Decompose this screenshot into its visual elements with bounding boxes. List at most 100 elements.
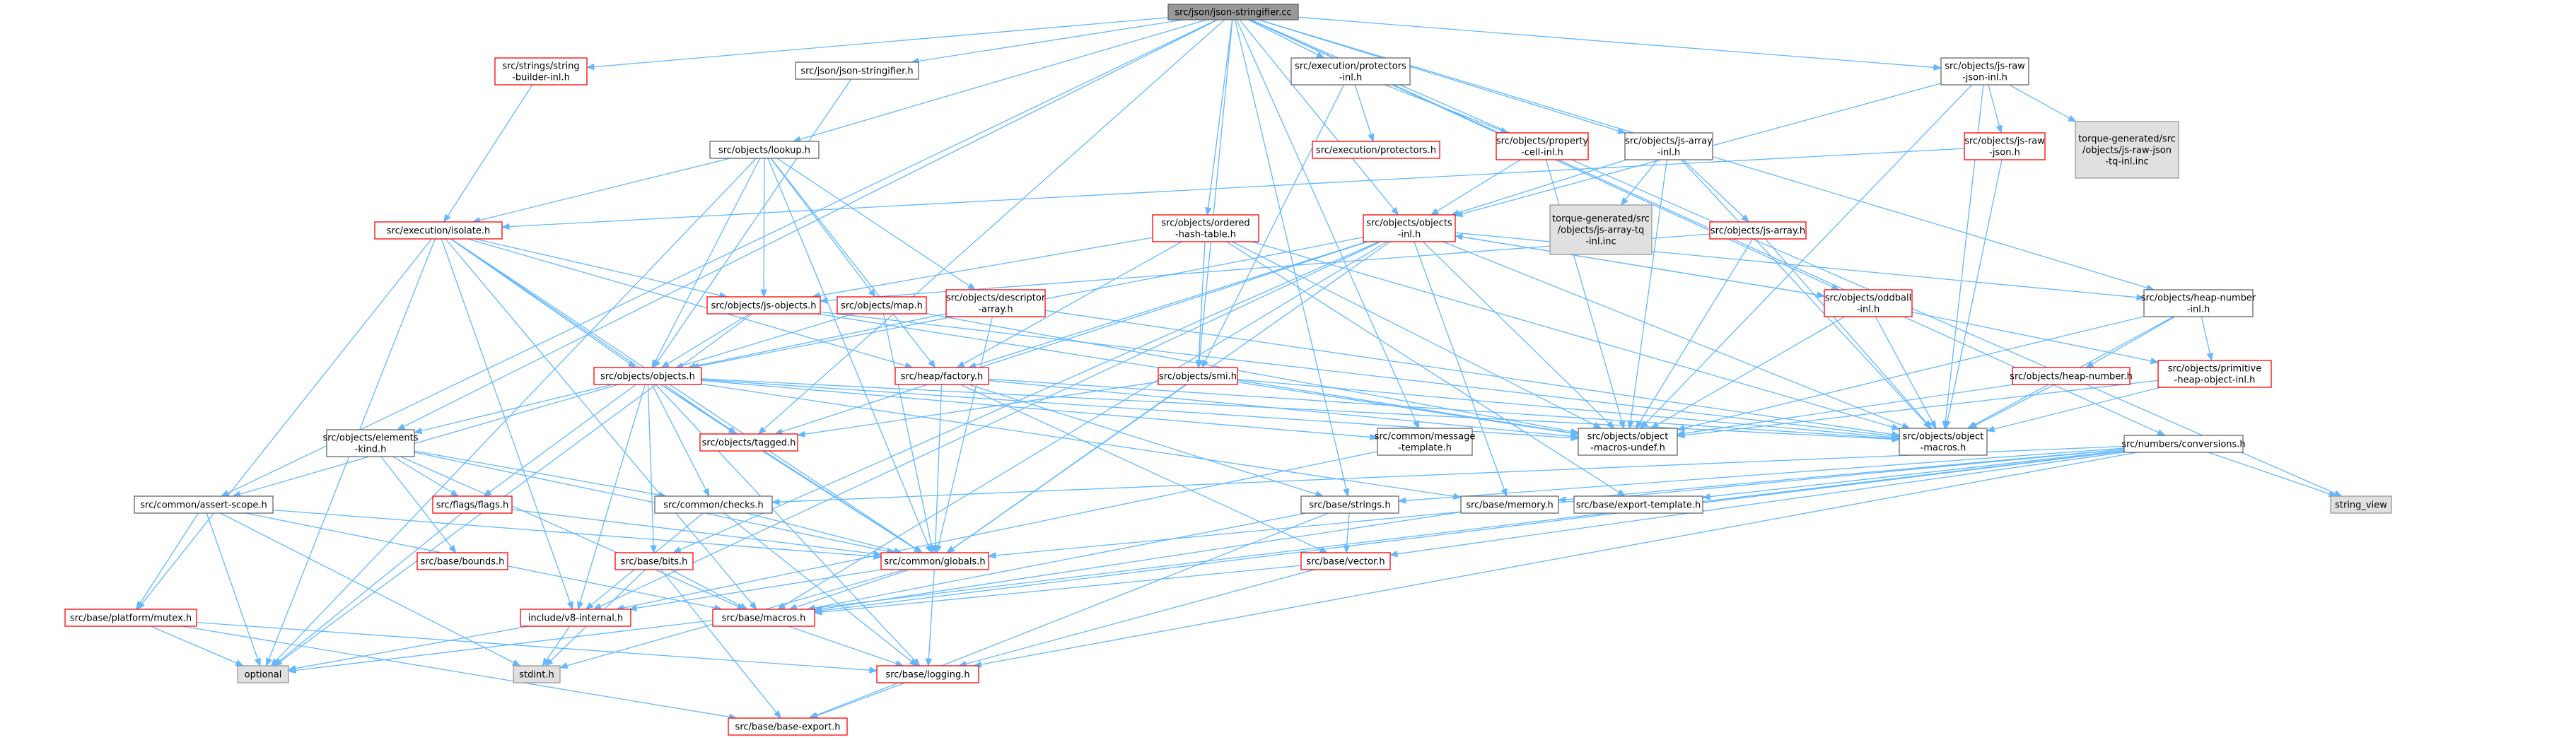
node-label-line: -array.h bbox=[978, 304, 1013, 315]
edge-arrowhead bbox=[443, 213, 451, 223]
node-smi-h[interactable]: src/objects/smi.h bbox=[1158, 367, 1238, 385]
edge-line bbox=[647, 384, 654, 546]
node-label-line: src/common/globals.h bbox=[884, 556, 985, 567]
edge-arrowhead bbox=[628, 604, 638, 612]
node-strings-h[interactable]: src/base/strings.h bbox=[1300, 495, 1399, 514]
edge-elements_kind-to-flags bbox=[392, 456, 460, 497]
node-label-line: -inl.h bbox=[1857, 304, 1880, 315]
node-string-view[interactable]: string_view bbox=[2330, 495, 2392, 514]
node-js-raw-json-inl[interactable]: src/objects/js-raw-json-inl.h bbox=[1940, 57, 2029, 86]
node-heap-factory[interactable]: src/heap/factory.h bbox=[894, 367, 989, 385]
node-objects-h[interactable]: src/objects/objects.h bbox=[593, 367, 702, 385]
edge-line bbox=[701, 378, 1893, 440]
node-object-macros[interactable]: src/objects/object-macros.h bbox=[1899, 428, 1988, 456]
node-js-array-inl[interactable]: src/objects/js-array-inl.h bbox=[1624, 132, 1713, 160]
edge-arrowhead bbox=[235, 659, 245, 666]
node-js-array-h[interactable]: src/objects/js-array.h bbox=[1709, 221, 1807, 240]
node-optional[interactable]: optional bbox=[237, 665, 289, 683]
node-label-line: src/objects/map.h bbox=[841, 300, 923, 311]
node-export-template[interactable]: src/base/export-template.h bbox=[1573, 495, 1703, 514]
edge-line bbox=[723, 512, 912, 662]
edge-oddball_inl-to-objects_inl bbox=[1454, 233, 1825, 297]
edge-line bbox=[2092, 316, 2176, 365]
edge-flags-to-globals bbox=[511, 509, 882, 558]
edge-heap_number_h-to-object_macros bbox=[1968, 384, 2055, 429]
edge-lookup-to-globals bbox=[767, 158, 932, 554]
node-box bbox=[1964, 132, 2046, 160]
node-globals[interactable]: src/common/globals.h bbox=[880, 552, 989, 570]
node-map-h[interactable]: src/objects/map.h bbox=[837, 296, 927, 315]
edge-line bbox=[1249, 19, 2159, 433]
node-heap-number-inl[interactable]: src/objects/heap-number-inl.h bbox=[2141, 289, 2256, 317]
edge-assert_scope-to-stdint bbox=[220, 512, 521, 666]
node-label-line: src/base/macros.h bbox=[722, 613, 806, 623]
node-string-builder[interactable]: src/strings/string-builder-inl.h bbox=[494, 57, 588, 86]
edge-line bbox=[660, 569, 777, 713]
edge-arrowhead bbox=[135, 601, 144, 611]
node-macros-undef[interactable]: src/objects/object-macros-undef.h bbox=[1578, 428, 1678, 456]
node-property-cell-inl[interactable]: src/objects/property-cell-inl.h bbox=[1496, 132, 1589, 160]
node-label-line: -template.h bbox=[1398, 442, 1452, 453]
node-macros[interactable]: src/base/macros.h bbox=[712, 609, 815, 627]
node-conversions[interactable]: src/numbers/conversions.h bbox=[2121, 435, 2246, 453]
node-label-line: src/objects/elements bbox=[323, 433, 419, 443]
node-box bbox=[614, 552, 694, 570]
node-tagged[interactable]: src/objects/tagged.h bbox=[699, 433, 798, 452]
node-bounds[interactable]: src/base/bounds.h bbox=[416, 552, 508, 570]
node-assert-scope[interactable]: src/common/assert-scope.h bbox=[134, 495, 274, 514]
node-isolate[interactable]: src/execution/isolate.h bbox=[374, 221, 503, 240]
edge-line bbox=[1248, 19, 1318, 56]
node-label-line: src/base/base-export.h bbox=[735, 722, 841, 732]
node-tg-js-raw-json[interactable]: torque-generated/src/objects/js-raw-json… bbox=[2075, 121, 2179, 179]
node-vector[interactable]: src/base/vector.h bbox=[1300, 552, 1391, 570]
node-base-export[interactable]: src/base/base-export.h bbox=[728, 717, 848, 736]
node-protectors-inl[interactable]: src/execution/protectors-inl.h bbox=[1290, 57, 1411, 86]
edge-line bbox=[392, 456, 453, 493]
node-box bbox=[837, 296, 927, 315]
edge-line bbox=[882, 313, 933, 546]
edge-smi_h-to-globals bbox=[945, 384, 1187, 553]
edge-objects_inl-to-macros bbox=[776, 241, 1387, 610]
node-memory-h[interactable]: src/base/memory.h bbox=[1460, 495, 1559, 514]
edge-line bbox=[701, 383, 1455, 497]
node-label-line: src/objects/primitive bbox=[2168, 363, 2261, 374]
node-js-raw-json-h[interactable]: src/objects/js-raw-json.h bbox=[1964, 132, 2046, 160]
node-lookup[interactable]: src/objects/lookup.h bbox=[709, 141, 820, 159]
edge-conversions-to-string_view bbox=[2208, 452, 2338, 498]
edge-line bbox=[968, 384, 1317, 495]
node-bits[interactable]: src/base/bits.h bbox=[614, 552, 694, 570]
node-ordered-hash[interactable]: src/objects/ordered-hash-table.h bbox=[1152, 214, 1259, 242]
edge-line bbox=[682, 313, 854, 366]
edge-arrowhead bbox=[796, 430, 806, 437]
node-objects-inl[interactable]: src/objects/objects-inl.h bbox=[1363, 214, 1456, 242]
node-oddball-inl[interactable]: src/objects/oddball-inl.h bbox=[1824, 289, 1913, 317]
node-label-line: include/v8-internal.h bbox=[528, 613, 623, 623]
node-stdint[interactable]: stdint.h bbox=[513, 665, 561, 683]
node-box bbox=[945, 289, 1046, 317]
node-heap-number-h[interactable]: src/objects/heap-number.h bbox=[2010, 367, 2133, 385]
node-label-line: src/objects/js-raw bbox=[1945, 61, 2025, 71]
node-label-line: -inl.h bbox=[2187, 304, 2210, 315]
node-label-line: src/objects/object bbox=[1903, 431, 1984, 442]
node-tg-js-array[interactable]: torque-generated/src/objects/js-array-tq… bbox=[1549, 204, 1653, 255]
edge-line bbox=[821, 511, 1462, 610]
edge-checks-to-logging bbox=[723, 512, 918, 666]
node-label-line: src/objects/objects bbox=[1366, 218, 1452, 228]
edge-vector-to-macros bbox=[813, 565, 1302, 616]
node-js-objects[interactable]: src/objects/js-objects.h bbox=[706, 296, 821, 315]
edge-arrowhead bbox=[577, 601, 584, 611]
node-checks[interactable]: src/common/checks.h bbox=[654, 495, 773, 514]
node-message-template[interactable]: src/common/message-template.h bbox=[1375, 428, 1476, 456]
node-v8-internal[interactable]: include/v8-internal.h bbox=[520, 609, 631, 627]
node-descriptor-array[interactable]: src/objects/descriptor-array.h bbox=[945, 289, 1046, 317]
node-protectors-h[interactable]: src/execution/protectors.h bbox=[1312, 141, 1440, 159]
edge-line bbox=[1993, 387, 2162, 430]
node-json-stringifier-h[interactable]: src/json/json-stringifier.h bbox=[795, 61, 919, 80]
node-primitive-heap[interactable]: src/objects/primitive-heap-object-inl.h bbox=[2157, 360, 2272, 388]
node-label-line: src/objects/js-raw bbox=[1964, 136, 2045, 146]
node-elements-kind[interactable]: src/objects/elements-kind.h bbox=[323, 429, 419, 457]
node-logging[interactable]: src/base/logging.h bbox=[876, 665, 979, 683]
node-mutex[interactable]: src/base/platform/mutex.h bbox=[64, 609, 197, 627]
node-flags[interactable]: src/flags/flags.h bbox=[432, 495, 513, 514]
edge-line bbox=[935, 384, 943, 546]
